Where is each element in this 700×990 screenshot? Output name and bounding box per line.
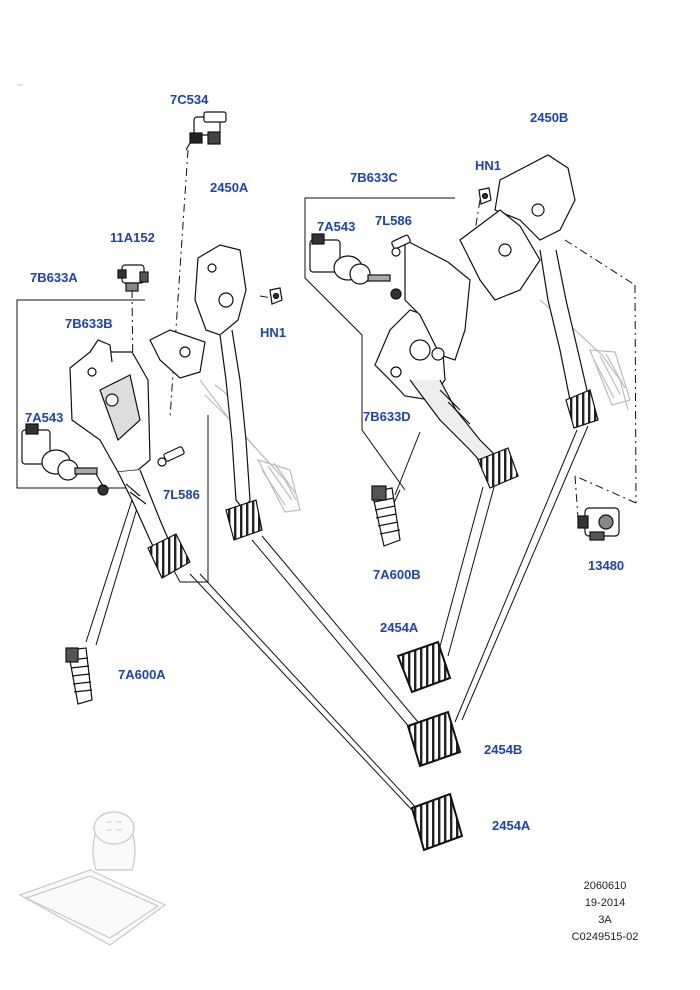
callout-7A600A[interactable]: 7A600A [118, 667, 166, 682]
master-cylinder-7A543-left[interactable] [21, 423, 109, 496]
callout-7L586-right[interactable]: 7L586 [375, 213, 412, 228]
callout-7B633B[interactable]: 7B633B [65, 316, 113, 331]
clutch-pedal-assembly-7B633D[interactable] [374, 239, 501, 471]
master-cylinder-7A543-right[interactable] [309, 233, 402, 300]
callout-HN1-right[interactable]: HN1 [475, 158, 502, 173]
group-box-7B633C [304, 197, 455, 491]
reference-date: 19-2014 [584, 897, 626, 909]
callout-2454B[interactable]: 2454B [484, 742, 523, 757]
switch-7C534[interactable] [185, 111, 227, 151]
projection-lines [85, 425, 589, 813]
brake-pedal-pad-left[interactable] [225, 499, 263, 541]
switch-13480[interactable] [577, 507, 620, 541]
spring-7A600B[interactable] [371, 485, 401, 547]
callout-2450B[interactable]: 2450B [530, 110, 569, 125]
sensor-11A152[interactable] [117, 264, 149, 292]
callout-13480[interactable]: 13480 [588, 558, 625, 573]
callout-7B633C[interactable]: 7B633C [350, 170, 398, 185]
nut-HN1-left[interactable] [269, 287, 283, 305]
reference-code: 2060610 [583, 880, 627, 892]
nut-HN1-right[interactable] [478, 187, 492, 205]
reference-variant: 3A [598, 914, 612, 926]
callout-7A543-left[interactable]: 7A543 [25, 410, 64, 425]
pedal-pad-2454A-bottom[interactable] [410, 792, 464, 852]
callout-11A152[interactable]: 11A152 [110, 230, 155, 245]
brake-pedal-pad-right[interactable] [565, 389, 599, 429]
callout-7C534[interactable]: 7C534 [170, 92, 209, 107]
reference-block: 2060610 19-2014 3A C0249515-02 [560, 878, 650, 946]
callout-7A543-right[interactable]: 7A543 [317, 219, 356, 234]
callout-2454A-bottom[interactable]: 2454A [492, 818, 531, 833]
callout-7L586-left[interactable]: 7L586 [163, 487, 200, 502]
reference-id: C0249515-02 [571, 931, 639, 943]
pedal-pad-2454A-top[interactable] [396, 640, 452, 694]
spring-7A600A[interactable] [65, 647, 93, 705]
callout-HN1-left[interactable]: HN1 [260, 325, 287, 340]
callout-2454A-top[interactable]: 2454A [380, 620, 419, 635]
clutch-pedal-assembly-7B633B[interactable] [69, 339, 176, 561]
brake-pedal-2450B[interactable] [459, 154, 593, 421]
pin-7L586-right[interactable] [391, 234, 411, 257]
brake-pedal-2450A[interactable] [149, 244, 251, 512]
callout-7A600B[interactable]: 7A600B [373, 567, 421, 582]
callout-2450A[interactable]: 2450A [210, 180, 249, 195]
clutch-pedal-pad-left[interactable] [147, 533, 191, 579]
callout-7B633A[interactable]: 7B633A [30, 270, 78, 285]
gear-shifter-icon [18, 811, 167, 946]
corner-mark: ⌐ [17, 81, 24, 90]
pedal-pad-2454B[interactable] [406, 710, 462, 768]
callout-7B633D[interactable]: 7B633D [363, 409, 411, 424]
clutch-pedal-pad-right[interactable] [477, 447, 519, 489]
pin-7L586-left[interactable] [157, 446, 185, 467]
